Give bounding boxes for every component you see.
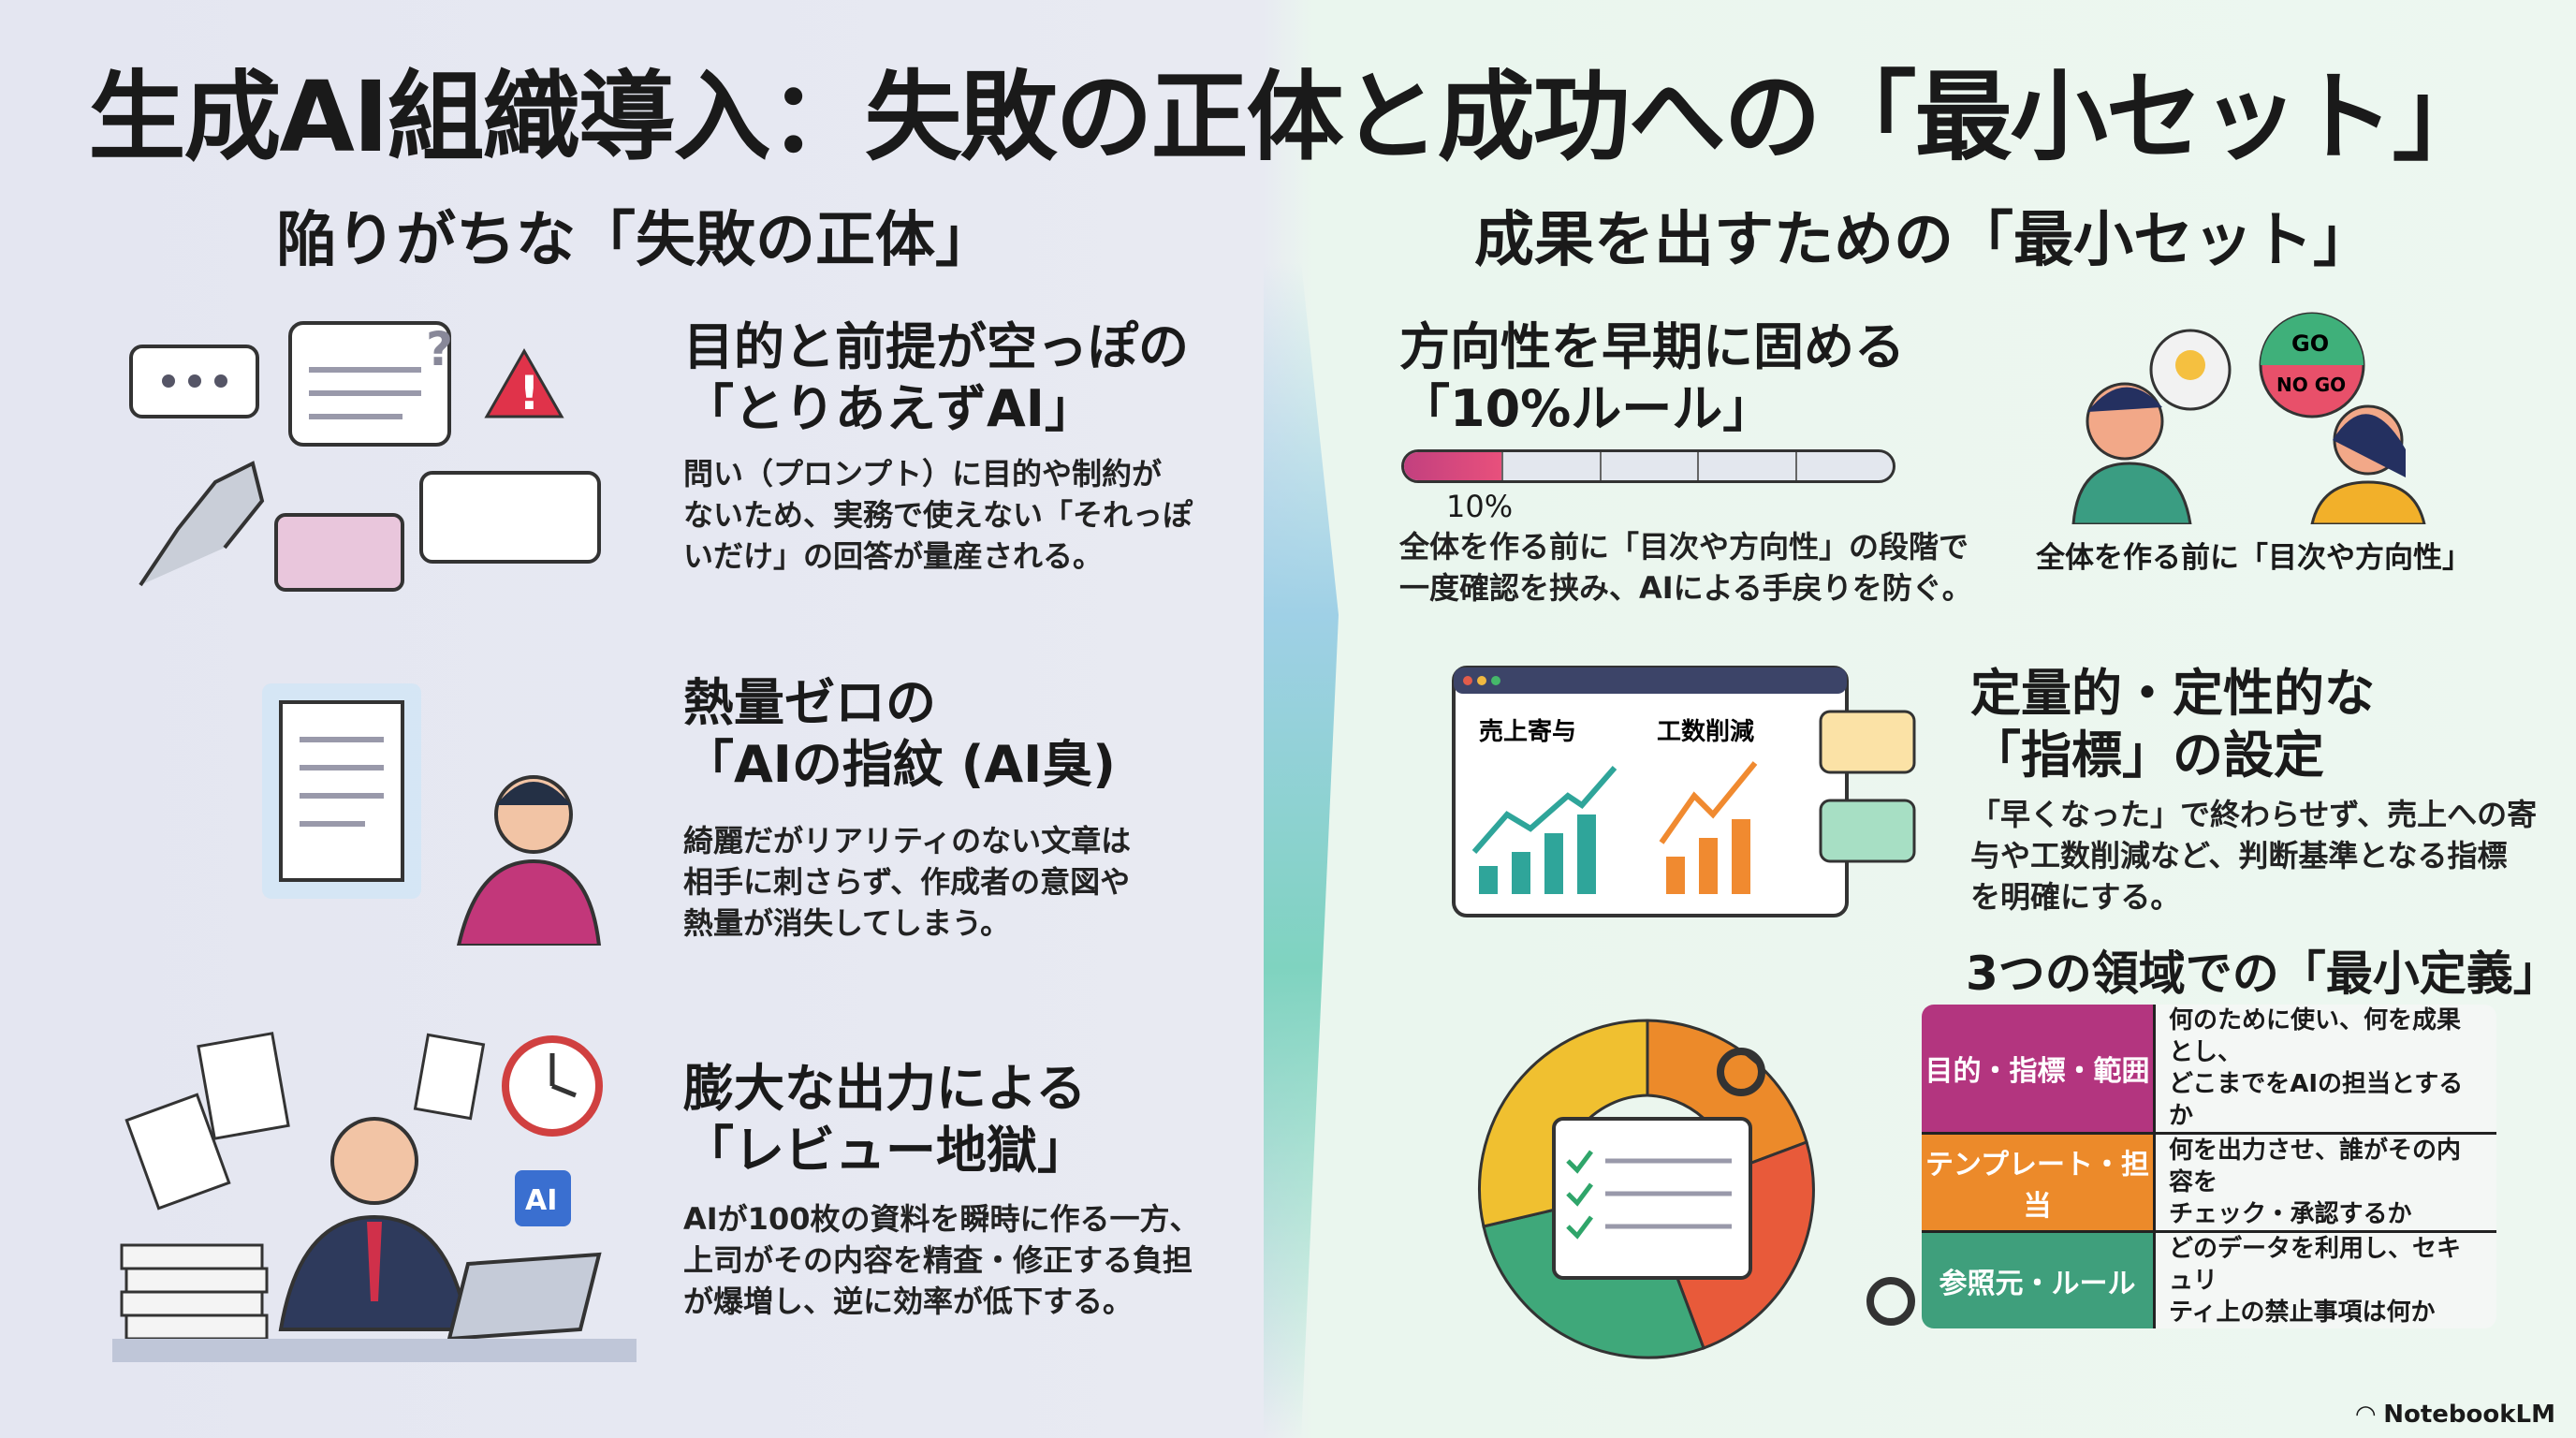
metrics-dashboard-illustration: 売上寄与 工数削減 bbox=[1452, 666, 1916, 917]
page-title: 生成AI組織導入：失敗の正体と成功への「最小セット」 bbox=[88, 60, 2489, 174]
row-value: 何を出力させ、誰がその内容をチェック・承認するか bbox=[2154, 1133, 2496, 1233]
row-value: 何のために使い、何を成果とし、どこまでをAIの担当とするか bbox=[2154, 1005, 2496, 1135]
right-section-heading: 成果を出すための「最小セット」 bbox=[1474, 206, 2373, 275]
row-key: 目的・指標・範囲 bbox=[1922, 1005, 2156, 1135]
item-body: 綺麗だがリアリティのない文章は相手に刺さらず、作成者の意図や熱量が消失してしまう… bbox=[683, 823, 1132, 941]
progress-fill bbox=[1404, 452, 1502, 480]
item-body: 問い（プロンプト）に目的や制約がないため、実務で使えない「それっぽいだけ」の回答… bbox=[683, 456, 1193, 574]
svg-text:?: ? bbox=[426, 322, 453, 376]
go-label: GO bbox=[2291, 330, 2329, 357]
metrics-title: 定量的・定性的な「指標」の設定 bbox=[1970, 664, 2375, 785]
lightbulb-icon bbox=[2175, 350, 2205, 380]
ai-chip-label: AI bbox=[525, 1184, 557, 1217]
progress-label: 10% bbox=[1446, 489, 1514, 524]
notebooklm-icon: ◠ bbox=[2356, 1401, 2384, 1429]
metrics-body: 「早くなった」で終わらせず、売上への寄与や工数削減など、判断基準となる指標を明確… bbox=[1970, 797, 2538, 915]
logo-text: NotebookLM bbox=[2383, 1401, 2555, 1429]
left-section-heading: 陥りがちな「失敗の正体」 bbox=[276, 206, 995, 275]
rule-title: 方向性を早期に固める「10%ルール」 bbox=[1399, 317, 1905, 438]
item-title: 熱量ゼロの「AIの指紋 (AI臭) bbox=[683, 673, 1116, 794]
table-row: テンプレート・担当何を出力させ、誰がその内容をチェック・承認するか bbox=[1922, 1133, 2496, 1233]
overwhelmed-reviewer-illustration: AI bbox=[112, 1032, 637, 1362]
notebooklm-logo: ◠ NotebookLM bbox=[2356, 1401, 2555, 1429]
thumbs-up-bubble-icon bbox=[1819, 799, 1916, 863]
section-divider-arrow bbox=[1264, 262, 1339, 1438]
chart-label-sales: 売上寄与 bbox=[1479, 717, 1576, 746]
ten-percent-progress-bar bbox=[1401, 449, 1895, 483]
row-key: 参照元・ルール bbox=[1922, 1231, 2156, 1328]
chat-bubbles-robot-illustration: ? ! bbox=[129, 321, 601, 592]
item-title: 膨大な出力による「レビュー地獄」 bbox=[683, 1059, 1088, 1180]
row-value: どのデータを利用し、セキュリティ上の禁止事項は何か bbox=[2154, 1231, 2496, 1328]
cycle-checklist-illustration bbox=[1478, 1019, 1915, 1359]
definition-title: 3つの領域での「最小定義」 bbox=[1966, 946, 2560, 1001]
rule-body: 全体を作る前に「目次や方向性」の段階で一度確認を挟み、AIによる手戻りを防ぐ。 bbox=[1399, 529, 1972, 606]
item-title: 目的と前提が空っぽの「とりあえずAI」 bbox=[683, 317, 1189, 438]
gear-icon bbox=[1866, 1277, 1915, 1326]
chart-label-workload: 工数削減 bbox=[1657, 718, 1754, 746]
discussion-caption: 全体を作る前に「目次や方向性」 bbox=[2036, 541, 2471, 575]
item-body: AIが100枚の資料を瞬時に作る一方、上司がその内容を精査・修正する負担が爆増し… bbox=[683, 1201, 1200, 1319]
gear-icon bbox=[1717, 1048, 1765, 1096]
nogo-label: NO GO bbox=[2276, 374, 2346, 396]
row-key: テンプレート・担当 bbox=[1922, 1133, 2156, 1233]
document-person-illustration bbox=[262, 683, 602, 946]
table-row: 参照元・ルールどのデータを利用し、セキュリティ上の禁止事項は何か bbox=[1922, 1231, 2496, 1328]
discussion-people-illustration: GO NO GO bbox=[2071, 312, 2426, 524]
table-row: 目的・指標・範囲何のために使い、何を成果とし、どこまでをAIの担当とするか bbox=[1922, 1005, 2496, 1135]
svg-text:!: ! bbox=[519, 366, 540, 420]
definition-table: 目的・指標・範囲何のために使い、何を成果とし、どこまでをAIの担当とするか テン… bbox=[1919, 1002, 2499, 1331]
